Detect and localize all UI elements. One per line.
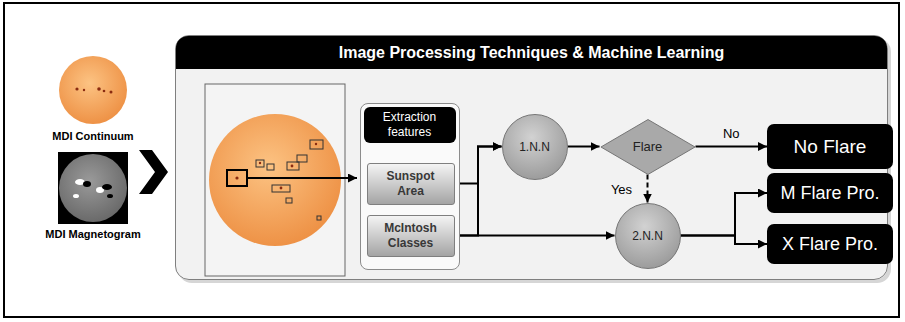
decision-diamond: Flare (600, 119, 696, 175)
output-box: M Flare Pro. (767, 173, 893, 213)
node-text: 2.N.N (632, 229, 663, 243)
flow-arrow (455, 147, 502, 236)
feature-box: McIntosh Classes (367, 215, 455, 257)
node-text: Sunspot Area (380, 169, 442, 198)
edge-label: Yes (609, 181, 634, 196)
flow-arrow (696, 146, 768, 148)
node-text: 1.N.N (519, 140, 550, 154)
input-chevron (139, 150, 168, 194)
node-text: Extraction features (375, 110, 445, 139)
flow-arrow (647, 175, 649, 203)
image-label: MDI Magnetogram (45, 228, 140, 240)
feature-group: Sunspot AreaMcIntosh Classes Extraction f… (360, 103, 460, 270)
sunspot-image (205, 84, 357, 276)
output-box: No Flare (767, 124, 893, 169)
continuum-image (58, 56, 128, 126)
output-box: X Flare Pro. (767, 224, 893, 264)
magnetogram-image (58, 152, 128, 224)
node-text: No Flare (794, 136, 867, 158)
network-circle: 2.N.N (615, 203, 681, 269)
header-band: Image Processing Techniques & Machine Le… (176, 36, 887, 69)
node-text: Flare (633, 139, 663, 154)
flow-arrow (455, 235, 615, 237)
feature-box: Sunspot Area (367, 163, 455, 205)
node-text: X Flare Pro. (782, 234, 878, 255)
flow-arrow (681, 193, 768, 236)
node-text: M Flare Pro. (780, 183, 879, 204)
header-band: Extraction features (364, 107, 456, 143)
network-circle: 1.N.N (502, 114, 568, 180)
edge-label: No (721, 125, 742, 140)
outer-frame (4, 3, 899, 317)
node-text: Image Processing Techniques & Machine Le… (339, 44, 725, 62)
flow-arrow (568, 146, 600, 148)
node-text: McIntosh Classes (380, 221, 442, 250)
image-label: MDI Continuum (52, 130, 133, 142)
flow-arrow (681, 236, 768, 245)
